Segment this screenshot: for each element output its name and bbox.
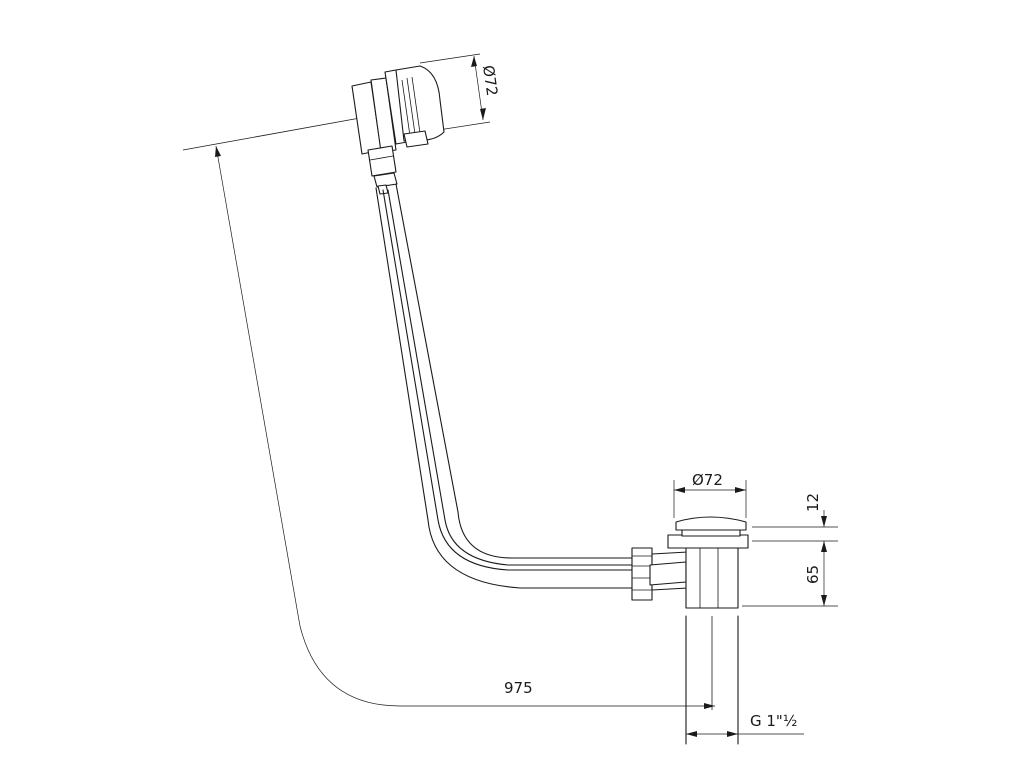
horizontal-length-label: 975	[504, 679, 533, 697]
waste-body	[631, 516, 749, 745]
overflow-diameter-label: Ø72	[479, 64, 501, 97]
overflow-pipes	[375, 183, 635, 589]
overflow-head	[182, 53, 491, 195]
dimension-lines	[215, 55, 838, 737]
waste-diameter-label: Ø72	[692, 471, 723, 489]
thread-size-label: G 1"½	[750, 712, 797, 730]
body-height-label: 65	[804, 565, 822, 584]
dimension-labels: Ø72 Ø72 12 65 975 G 1"½	[479, 64, 822, 730]
cap-height-label: 12	[804, 493, 822, 512]
